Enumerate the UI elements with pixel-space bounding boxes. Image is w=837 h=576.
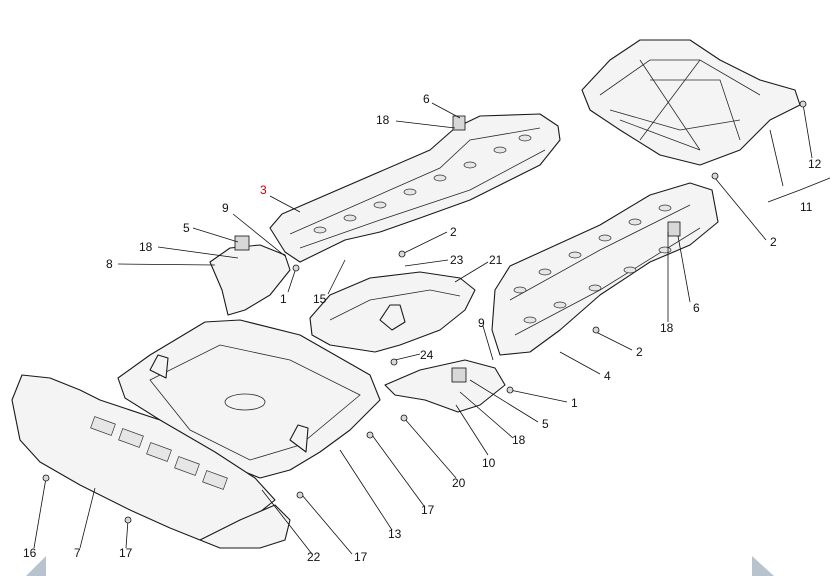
part-4-side-shield-right — [491, 182, 719, 356]
part-13-front-main-shield — [117, 319, 381, 479]
callout-1: 1 — [280, 292, 287, 306]
callout-5: 5 — [183, 221, 190, 235]
callout-20: 20 — [452, 476, 466, 490]
callout-3: 3 — [260, 183, 267, 197]
fasteners — [42, 100, 807, 524]
callout-13: 13 — [388, 527, 402, 541]
callout-1: 1 — [571, 396, 578, 410]
callout-4: 4 — [604, 369, 611, 383]
part-10-bracket — [384, 359, 506, 413]
part-21-center-shield — [309, 271, 476, 353]
callout-18: 18 — [512, 433, 526, 447]
callout-24: 24 — [420, 348, 434, 362]
part-rear-upper-shield — [581, 39, 801, 166]
callout-11: 11 — [800, 200, 813, 214]
callout-10: 10 — [482, 456, 496, 470]
leader-lines — [33, 102, 831, 555]
callout-2: 2 — [636, 345, 643, 359]
callout-17: 17 — [354, 550, 368, 564]
callout-8: 8 — [106, 257, 113, 271]
callout-5: 5 — [542, 417, 549, 431]
callout-9: 9 — [222, 201, 229, 215]
callout-9: 9 — [478, 316, 485, 330]
callout-16: 16 — [23, 546, 37, 560]
callout-22: 22 — [307, 550, 321, 564]
callout-12: 12 — [808, 157, 822, 171]
part-8-bracket — [209, 235, 291, 316]
callout-18: 18 — [660, 321, 674, 335]
callout-23: 23 — [450, 253, 464, 267]
callout-21: 21 — [489, 253, 503, 267]
callout-18: 18 — [376, 113, 390, 127]
callout-6: 6 — [423, 92, 430, 106]
callout-17: 17 — [119, 546, 133, 560]
callout-2: 2 — [450, 225, 457, 239]
part-3-side-shield-left — [269, 113, 561, 263]
callouts: 3 6 18 9 5 18 8 1 2 23 21 15 24 9 2 4 1 … — [23, 92, 822, 564]
part-7-front-lower-shield — [11, 374, 291, 549]
callout-18: 18 — [139, 240, 153, 254]
next-arrow-icon[interactable] — [750, 556, 780, 576]
previous-arrow-icon[interactable] — [18, 556, 48, 576]
callout-17: 17 — [421, 503, 435, 517]
callout-15: 15 — [313, 292, 327, 306]
callout-6: 6 — [693, 301, 700, 315]
callout-2: 2 — [770, 235, 777, 249]
callout-7: 7 — [74, 546, 81, 560]
